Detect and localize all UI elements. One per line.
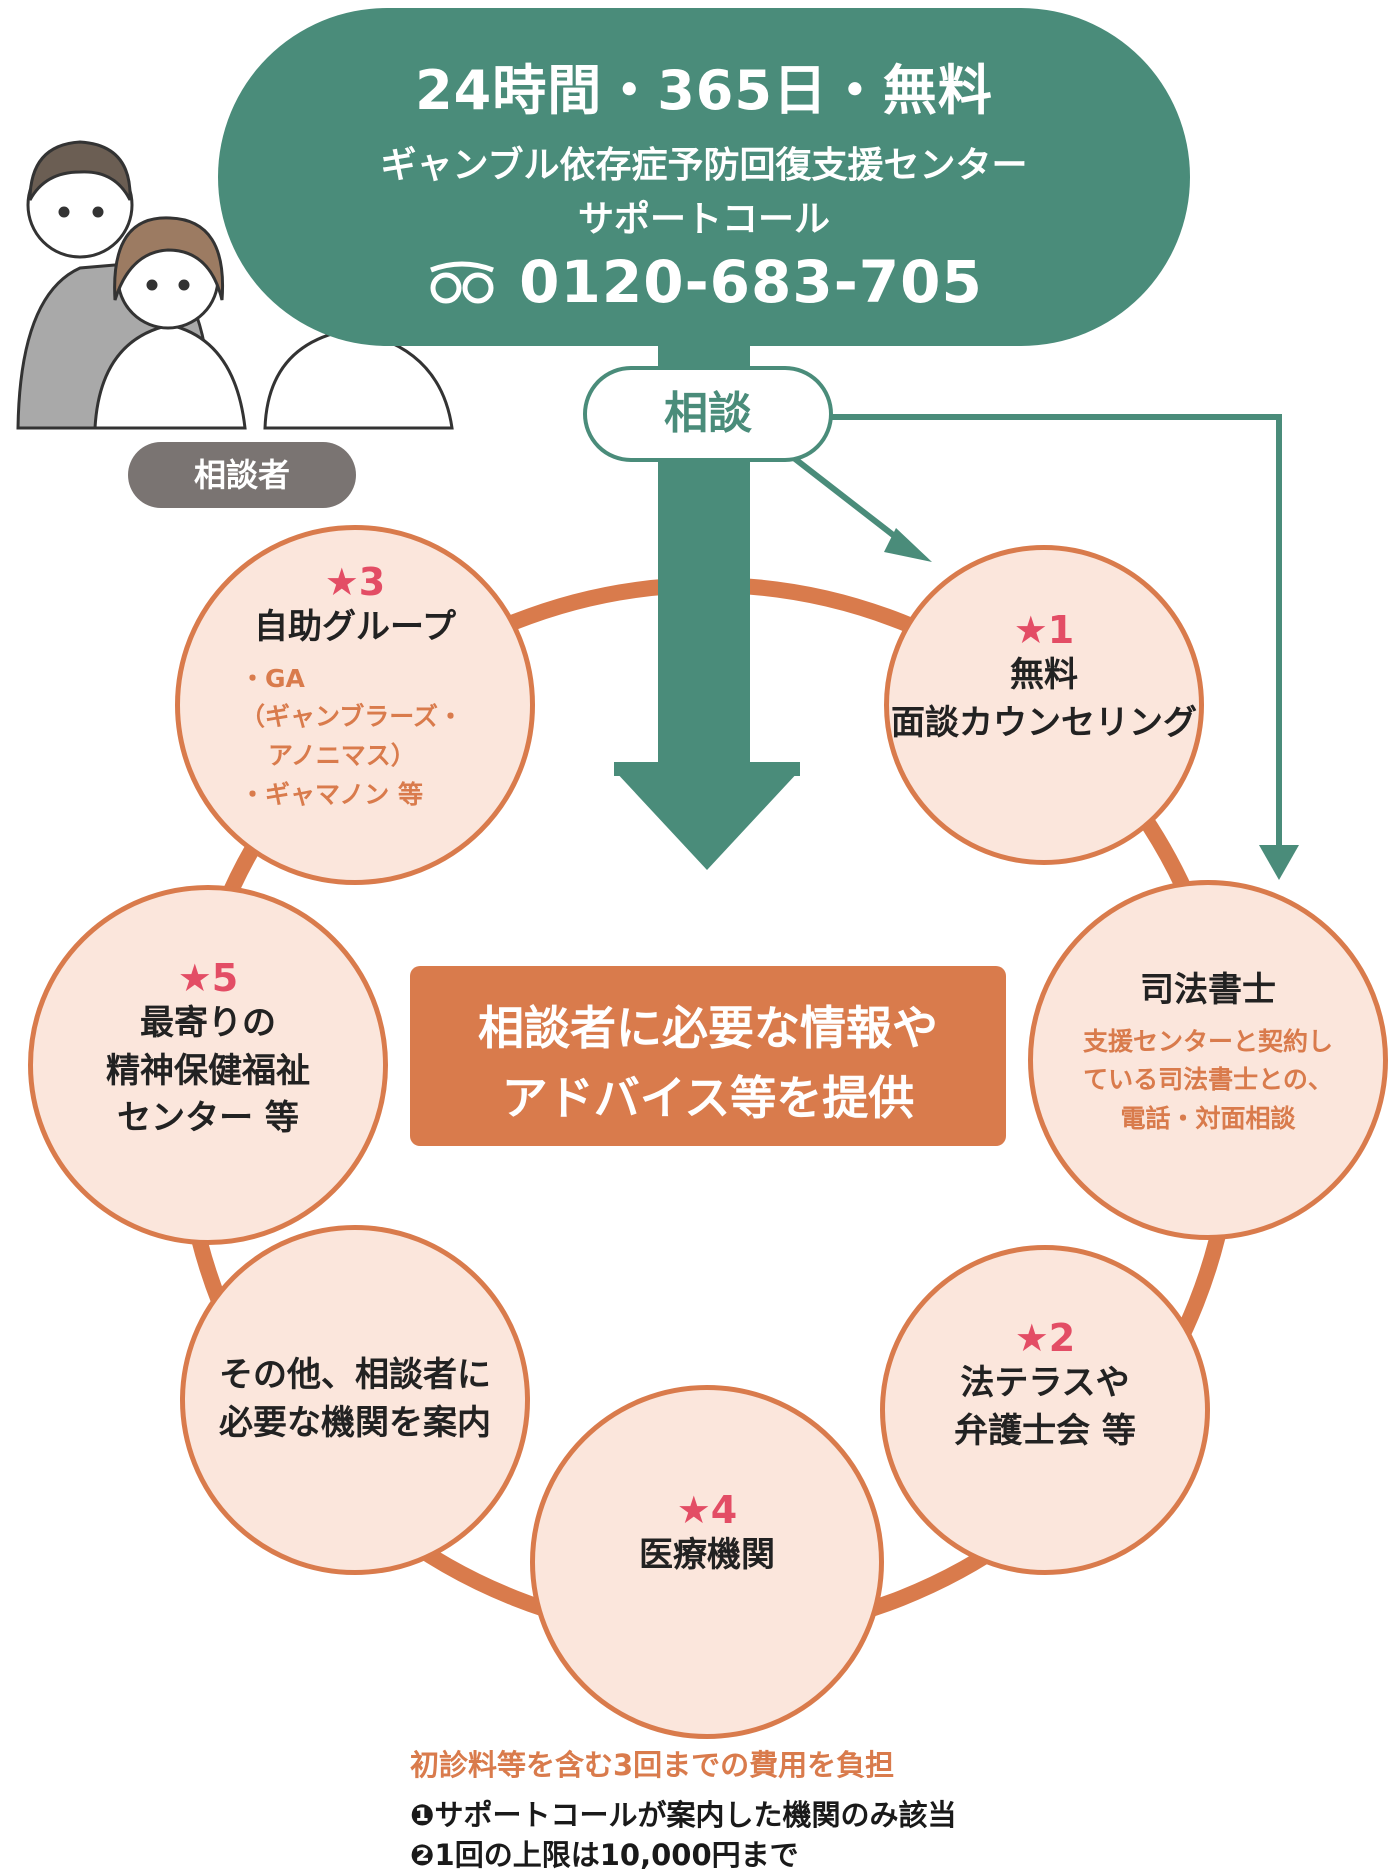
node-title: 司法書士 <box>1140 970 1276 1010</box>
info-provision-box: 相談者に必要な情報や アドバイス等を提供 <box>410 966 1006 1146</box>
node-title: 医療機関 <box>639 1535 775 1575</box>
freedial-icon <box>430 261 495 304</box>
center-name: ギャンブル依存症予防回復支援センター <box>380 145 1028 186</box>
node-subtext: ・GA <box>240 663 305 693</box>
node-subtext: （ギャンブラーズ・ <box>240 702 464 732</box>
star-marker-4: ★4 <box>676 1488 738 1532</box>
node-title: 弁護士会 等 <box>954 1410 1136 1451</box>
node-medical-institution: ★4 医療機関 <box>530 1385 884 1739</box>
star-marker-5: ★5 <box>177 956 239 1000</box>
node-title: その他、相談者に <box>219 1355 491 1395</box>
info-box-line: アドバイス等を提供 <box>501 1071 915 1125</box>
footnote-item: ❷1回の上限は10,000円まで <box>410 1838 799 1872</box>
node-title: 自助グループ <box>254 607 456 647</box>
node-subtext: 支援センターと契約し <box>1082 1026 1333 1056</box>
support-call-header: 24時間・365日・無料 ギャンブル依存症予防回復支援センター サポートコール … <box>218 8 1190 346</box>
arrow-to-counseling <box>788 452 932 562</box>
support-call-name: サポートコール <box>577 199 830 240</box>
node-title: 精神保健福祉 <box>106 1050 310 1091</box>
consultant-badge: 相談者 <box>128 442 356 508</box>
cost-coverage-note: 初診料等を含む3回までの費用を負担 <box>410 1748 895 1782</box>
star-marker-2: ★2 <box>1014 1316 1076 1360</box>
availability-title: 24時間・365日・無料 <box>415 59 993 122</box>
arrow-to-scrivener <box>828 414 1299 880</box>
info-box-line: 相談者に必要な情報や <box>478 1001 938 1055</box>
phone-number[interactable]: 0120-683-705 <box>519 248 983 316</box>
node-title: 面談カウンセリング <box>891 702 1197 743</box>
node-title: 必要な機関を案内 <box>219 1402 491 1443</box>
star-marker-3: ★3 <box>324 560 386 604</box>
node-title: 無料 <box>1010 655 1078 695</box>
node-title: 法テラスや <box>960 1363 1130 1403</box>
phone-row: 0120-683-705 <box>218 248 1190 316</box>
node-subtext: アノニマス） <box>268 741 416 771</box>
node-title: センター 等 <box>117 1098 299 1139</box>
node-title: 最寄りの <box>140 1003 276 1043</box>
node-judicial-scrivener: 司法書士 支援センターと契約し ている司法書士との、 電話・対面相談 <box>1028 880 1388 1240</box>
star-marker-1: ★1 <box>1013 608 1075 652</box>
node-subtext: ている司法書士との、 <box>1083 1065 1333 1095</box>
node-other-institutions: その他、相談者に 必要な機関を案内 <box>180 1225 530 1575</box>
footnote-item: ❶サポートコールが案内した機関のみ該当 <box>410 1798 957 1832</box>
node-subtext: 電話・対面相談 <box>1120 1104 1296 1134</box>
self-help-list: ・GA （ギャンブラーズ・ アノニマス） ・ギャマノン 等 <box>180 660 530 815</box>
node-subtext: ・ギャマノン 等 <box>240 779 423 809</box>
node-houterasu: ★2 法テラスや 弁護士会 等 <box>880 1245 1210 1575</box>
node-mental-health-center: ★5 最寄りの 精神保健福祉 センター 等 <box>28 885 388 1245</box>
node-free-counseling: ★1 無料 面談カウンセリング <box>884 545 1204 865</box>
node-self-help-group: ★3 自助グループ ・GA （ギャンブラーズ・ アノニマス） ・ギャマノン 等 <box>175 525 535 885</box>
consultation-pill: 相談 <box>583 366 833 462</box>
